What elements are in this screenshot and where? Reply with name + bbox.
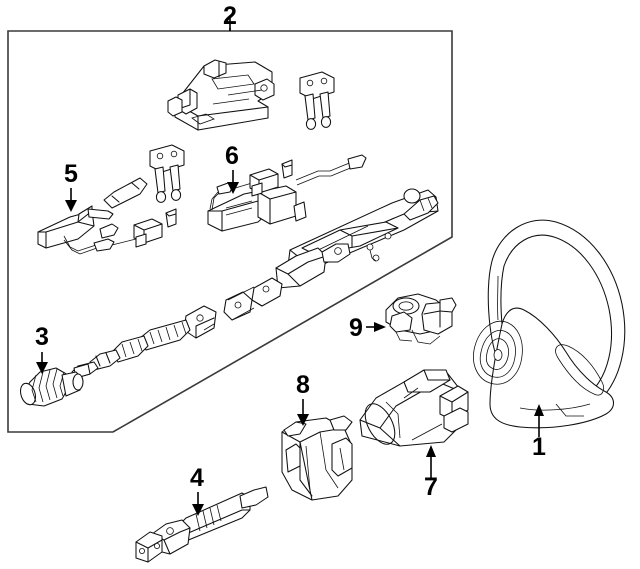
callout-label-6: 6 xyxy=(225,142,239,170)
part-lower-steering-column-cover xyxy=(359,369,469,447)
callout-5: 5 xyxy=(64,160,78,212)
callout-4: 4 xyxy=(190,464,204,516)
callout-8: 8 xyxy=(296,371,310,426)
callout-1: 1 xyxy=(532,404,546,461)
part-upper-column-shroud xyxy=(281,415,353,501)
part-intermediate-shaft xyxy=(135,486,269,563)
part-column-lock-cam xyxy=(385,293,457,345)
callout-2: 2 xyxy=(223,2,237,31)
part-steering-column-assembly xyxy=(71,188,439,379)
callout-3: 3 xyxy=(35,323,49,374)
part-ignition-lock-switch xyxy=(37,205,177,255)
callout-label-7: 7 xyxy=(424,473,438,501)
grouped-assembly-box xyxy=(7,30,453,433)
callout-7: 7 xyxy=(424,445,438,501)
callout-label-4: 4 xyxy=(190,464,204,492)
callout-label-2: 2 xyxy=(223,2,237,30)
part-upper-pivot-link-mid xyxy=(149,144,185,203)
callout-label-9: 9 xyxy=(349,314,363,342)
callout-6: 6 xyxy=(225,142,239,194)
part-upper-pivot-link-right xyxy=(299,71,335,130)
part-column-support-bracket xyxy=(167,59,275,131)
part-steering-wheel xyxy=(473,219,626,429)
callout-label-1: 1 xyxy=(532,433,546,461)
callout-label-8: 8 xyxy=(296,371,310,399)
part-column-tilt-lock-solenoid xyxy=(207,154,367,232)
part-lower-shaft-boot xyxy=(20,367,84,407)
part-spacer-sleeve xyxy=(103,177,148,209)
callout-9: 9 xyxy=(349,314,386,342)
callout-label-3: 3 xyxy=(35,323,49,351)
callout-label-5: 5 xyxy=(64,160,78,188)
